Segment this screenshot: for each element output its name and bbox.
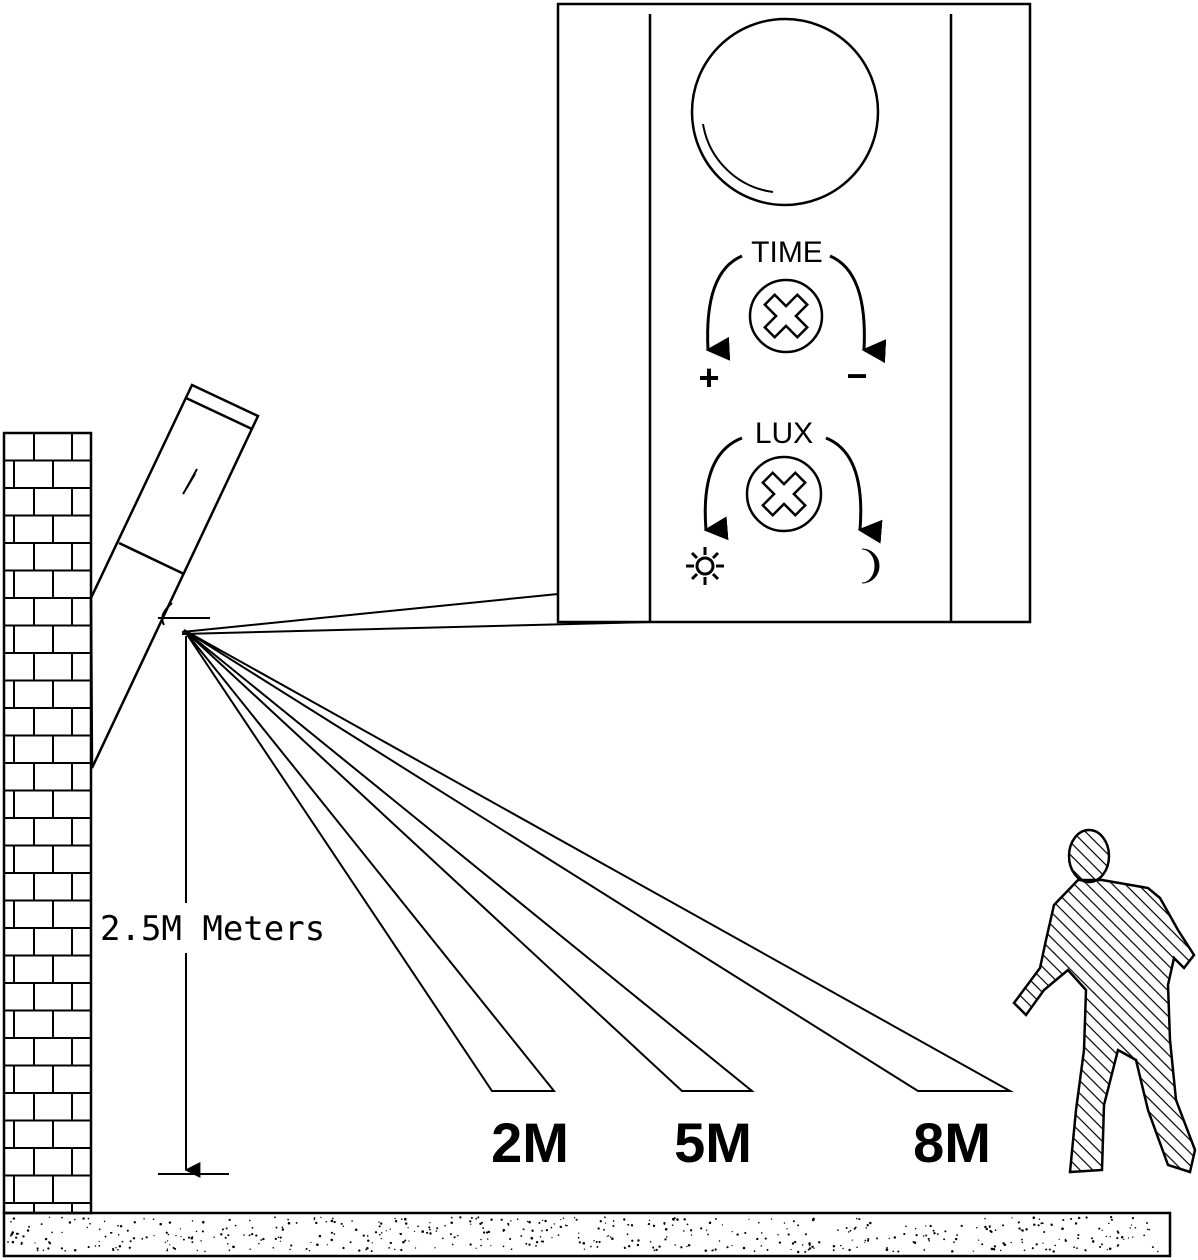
- lux-control[interactable]: LUX: [686, 417, 883, 585]
- sun-icon: [686, 547, 724, 585]
- range-label-5m: 5M: [674, 1111, 752, 1174]
- time-control[interactable]: TIME + −: [698, 236, 887, 398]
- height-label-bg: [98, 903, 338, 953]
- detection-beams: [183, 629, 1014, 1092]
- sensor-body: [89, 383, 260, 769]
- moon-icon: [861, 548, 880, 584]
- height-label: 2.5M Meters: [100, 909, 325, 949]
- detail-panel: TIME + − LUX: [556, 2, 1032, 624]
- time-minus-sign: −: [846, 355, 867, 396]
- beam-8m: [183, 629, 1014, 1092]
- range-label-8m: 8M: [913, 1111, 991, 1174]
- lux-label: LUX: [755, 417, 813, 450]
- time-screw-icon[interactable]: [748, 278, 824, 354]
- beam-5m: [183, 629, 755, 1092]
- time-label: TIME: [751, 236, 823, 269]
- lux-dark-arrow-icon: [825, 436, 883, 544]
- brick-wall: [2, 431, 93, 1215]
- lux-screw-icon[interactable]: [745, 455, 823, 533]
- zoom-callout: [181, 593, 651, 635]
- pir-lens: [690, 17, 880, 207]
- height-dimension: [158, 617, 229, 1178]
- walking-person-icon: [1012, 828, 1197, 1174]
- range-labels: 2M 5M 8M: [491, 1111, 991, 1174]
- lux-bright-arrow-icon: [703, 436, 743, 541]
- time-increase-arrow-icon: [705, 254, 743, 361]
- beam-2m: [183, 629, 557, 1092]
- ground: [2, 1211, 1172, 1258]
- time-decrease-arrow-icon: [829, 254, 887, 364]
- range-label-2m: 2M: [491, 1111, 569, 1174]
- time-plus-sign: +: [698, 357, 719, 398]
